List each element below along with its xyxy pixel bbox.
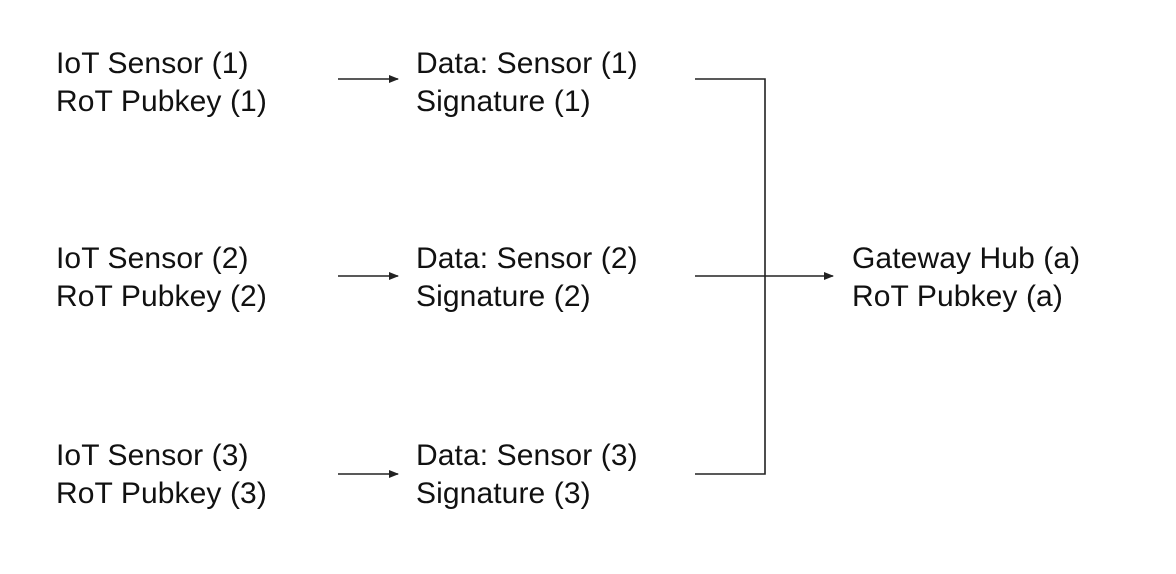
hub-pubkey: RoT Pubkey (a) [852,280,1063,313]
data-message-node-1: Data: Sensor (1) Signature (1) [416,45,638,121]
sensor-node-2: IoT Sensor (2) RoT Pubkey (2) [56,240,267,316]
signature-label: Signature (3) [416,477,591,510]
sensor-node-1: IoT Sensor (1) RoT Pubkey (1) [56,45,267,121]
gateway-hub-node: Gateway Hub (a) RoT Pubkey (a) [852,240,1080,316]
hub-name: Gateway Hub (a) [852,242,1081,275]
signature-label: Signature (1) [416,85,591,118]
sensor-pubkey: RoT Pubkey (2) [56,280,267,313]
data-message-node-2: Data: Sensor (2) Signature (2) [416,240,638,316]
data-label: Data: Sensor (2) [416,242,638,275]
sensor-pubkey: RoT Pubkey (3) [56,477,267,510]
sensor-name: IoT Sensor (3) [56,439,249,472]
signature-label: Signature (2) [416,280,591,313]
sensor-name: IoT Sensor (1) [56,47,249,80]
data-label: Data: Sensor (1) [416,47,638,80]
sensor-node-3: IoT Sensor (3) RoT Pubkey (3) [56,437,267,513]
data-message-node-3: Data: Sensor (3) Signature (3) [416,437,638,513]
data-label: Data: Sensor (3) [416,439,638,472]
sensor-name: IoT Sensor (2) [56,242,249,275]
sensor-pubkey: RoT Pubkey (1) [56,85,267,118]
